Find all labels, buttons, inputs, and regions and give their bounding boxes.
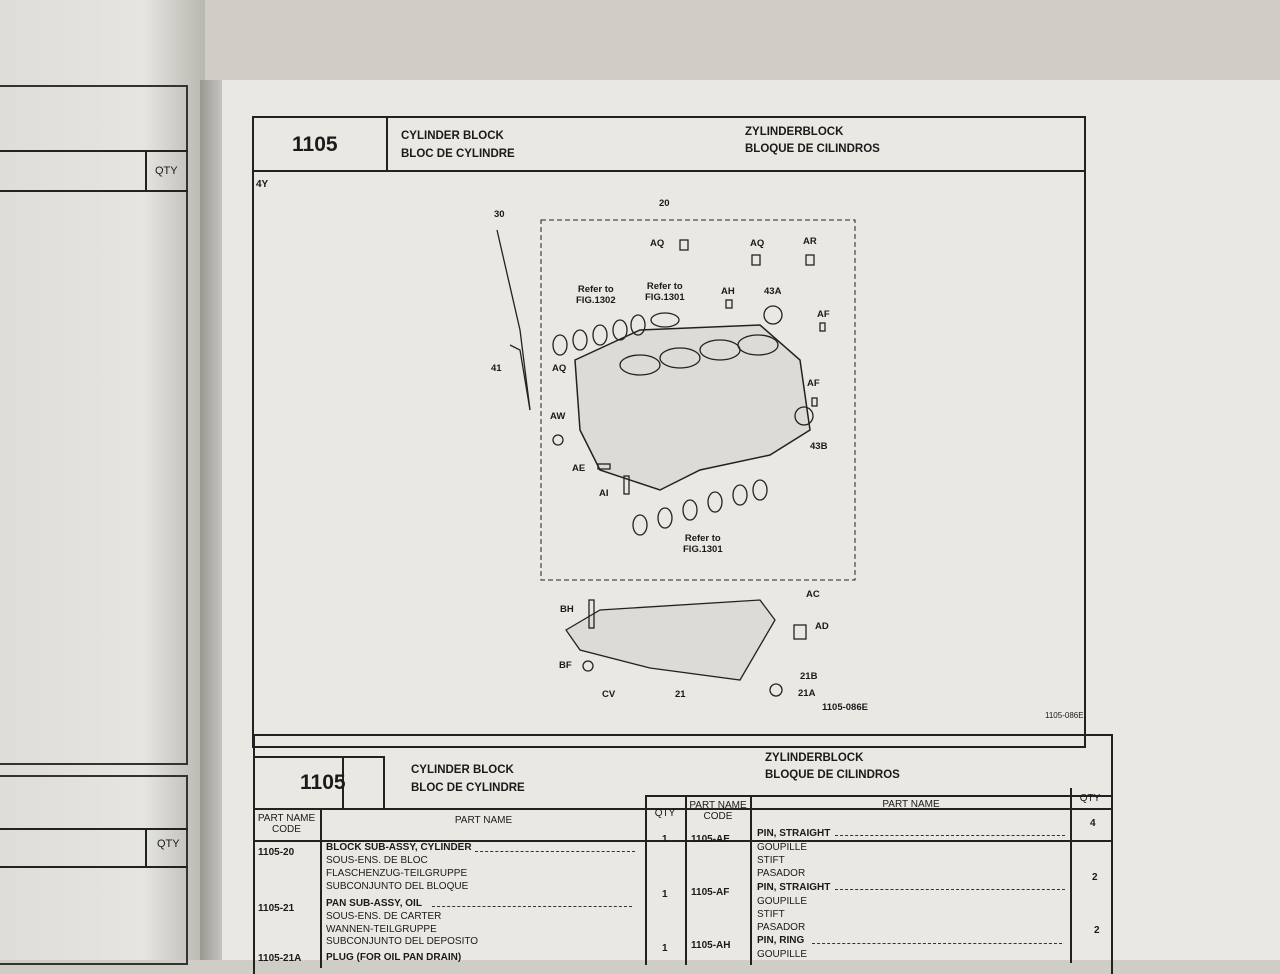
part-name-de: STIFT xyxy=(757,855,785,866)
part-qty: 1 xyxy=(662,834,668,845)
figure-code: 1105-086E xyxy=(822,702,868,713)
callout-aq: AQ xyxy=(650,238,665,249)
callout-ad: AD xyxy=(815,621,829,632)
part-name-es: SUBCONJUNTO DEL DEPOSITO xyxy=(326,936,479,947)
part-code: 1105-21 xyxy=(258,903,295,914)
table-title-fr: BLOC DE CYLINDRE xyxy=(411,782,525,794)
part-qty: 2 xyxy=(1094,925,1100,936)
callout-af: AF xyxy=(807,378,820,389)
part-qty: 1 xyxy=(662,943,668,954)
callout-af: AF xyxy=(817,309,830,320)
callout-bh: BH xyxy=(560,604,574,615)
callout-refer-fig-1301: Refer to FIG.1301 xyxy=(683,533,723,555)
part-name: PLUG (FOR OIL PAN DRAIN) xyxy=(326,952,462,963)
col-header-code: PART NAME CODE xyxy=(257,813,316,835)
title-fr: BLOC DE CYLINDRE xyxy=(401,148,515,160)
callout-43a: 43A xyxy=(764,286,782,297)
callout-41: 41 xyxy=(491,363,502,374)
callout-ai: AI xyxy=(599,488,609,499)
col-header-part-name: PART NAME xyxy=(454,815,513,826)
part-name-fr: GOUPILLE xyxy=(757,842,808,853)
left-page: QTY QTY xyxy=(0,0,205,965)
col-header-part-name: PART NAME xyxy=(882,799,940,810)
table-section-number: 1105 xyxy=(300,771,346,794)
part-name-fr: GOUPILLE xyxy=(757,896,808,907)
callout-ae: AE xyxy=(572,463,586,474)
callout-refer-fig-1302: Refer to FIG.1302 xyxy=(576,284,616,306)
callout-bf: BF xyxy=(559,660,572,671)
part-qty: 2 xyxy=(1092,872,1098,883)
callout-ar: AR xyxy=(803,236,817,247)
callout-aw: AW xyxy=(550,411,566,422)
table-title-es: BLOQUE DE CILINDROS xyxy=(765,769,900,781)
part-name: PIN, RING xyxy=(757,935,805,946)
table-title-de: ZYLINDERBLOCK xyxy=(765,752,864,764)
callout-cv: CV xyxy=(602,689,616,700)
qty-label: QTY xyxy=(157,838,180,850)
part-name-fr: SOUS-ENS. DE BLOC xyxy=(326,855,428,866)
part-name-es: PASADOR xyxy=(757,868,806,879)
diagram-frame xyxy=(252,116,1086,748)
col-header-qty: QTY xyxy=(1079,793,1101,804)
part-name-de: WANNEN-TEILGRUPPE xyxy=(326,924,437,935)
title-en: CYLINDER BLOCK xyxy=(401,130,504,142)
parts-table-frame xyxy=(253,734,1113,974)
callout-refer-fig-1301: Refer to FIG.1301 xyxy=(645,281,685,303)
part-name-fr: GOUPILLE xyxy=(757,949,808,960)
col-header-code: PART NAME CODE xyxy=(689,800,747,822)
callout-aq: AQ xyxy=(552,363,567,374)
section-number: 1105 xyxy=(292,133,338,156)
part-code: 1105-20 xyxy=(258,847,295,858)
part-code: 1105-AH xyxy=(691,940,731,951)
part-qty: 4 xyxy=(1090,818,1096,829)
callout-ac: AC xyxy=(806,589,820,600)
table-title-en: CYLINDER BLOCK xyxy=(411,764,514,776)
part-name-de: STIFT xyxy=(757,909,785,920)
callout-20: 20 xyxy=(659,198,670,209)
cylinder-block-drawing xyxy=(574,324,811,491)
part-name-es: PASADOR xyxy=(757,922,806,933)
qty-label: QTY xyxy=(155,165,178,177)
part-name-fr: SOUS-ENS. DE CARTER xyxy=(326,911,442,922)
engine-code: 4Y xyxy=(256,179,269,190)
col-header-qty: QTY xyxy=(654,808,676,819)
callout-43b: 43B xyxy=(810,441,828,452)
part-name: PIN, STRAIGHT xyxy=(757,882,831,893)
part-name-de: FLASCHENZUG-TEILGRUPPE xyxy=(326,868,468,879)
title-de: ZYLINDERBLOCK xyxy=(745,126,844,138)
part-name: PIN, STRAIGHT xyxy=(757,828,831,839)
assembly-bracket xyxy=(540,219,856,581)
callout-ah: AH xyxy=(721,286,735,297)
part-code: 1105-21A xyxy=(258,953,302,964)
part-name-es: SUBCONJUNTO DEL BLOQUE xyxy=(326,881,469,892)
part-code: 1105-AF xyxy=(691,887,730,898)
part-name: PAN SUB-ASSY, OIL xyxy=(326,898,422,909)
callout-aq: AQ xyxy=(750,238,765,249)
callout-21: 21 xyxy=(675,689,686,700)
callout-30: 30 xyxy=(494,209,505,220)
callout-21a: 21A xyxy=(798,688,816,699)
title-es: BLOQUE DE CILINDROS xyxy=(745,143,880,155)
part-name: BLOCK SUB-ASSY, CYLINDER xyxy=(326,842,472,853)
left-page-frame xyxy=(0,85,188,765)
figure-code-small: 1105-086E xyxy=(1045,711,1084,720)
part-code: 1105-AE xyxy=(691,834,730,845)
part-qty: 1 xyxy=(662,889,668,900)
callout-21b: 21B xyxy=(800,671,818,682)
